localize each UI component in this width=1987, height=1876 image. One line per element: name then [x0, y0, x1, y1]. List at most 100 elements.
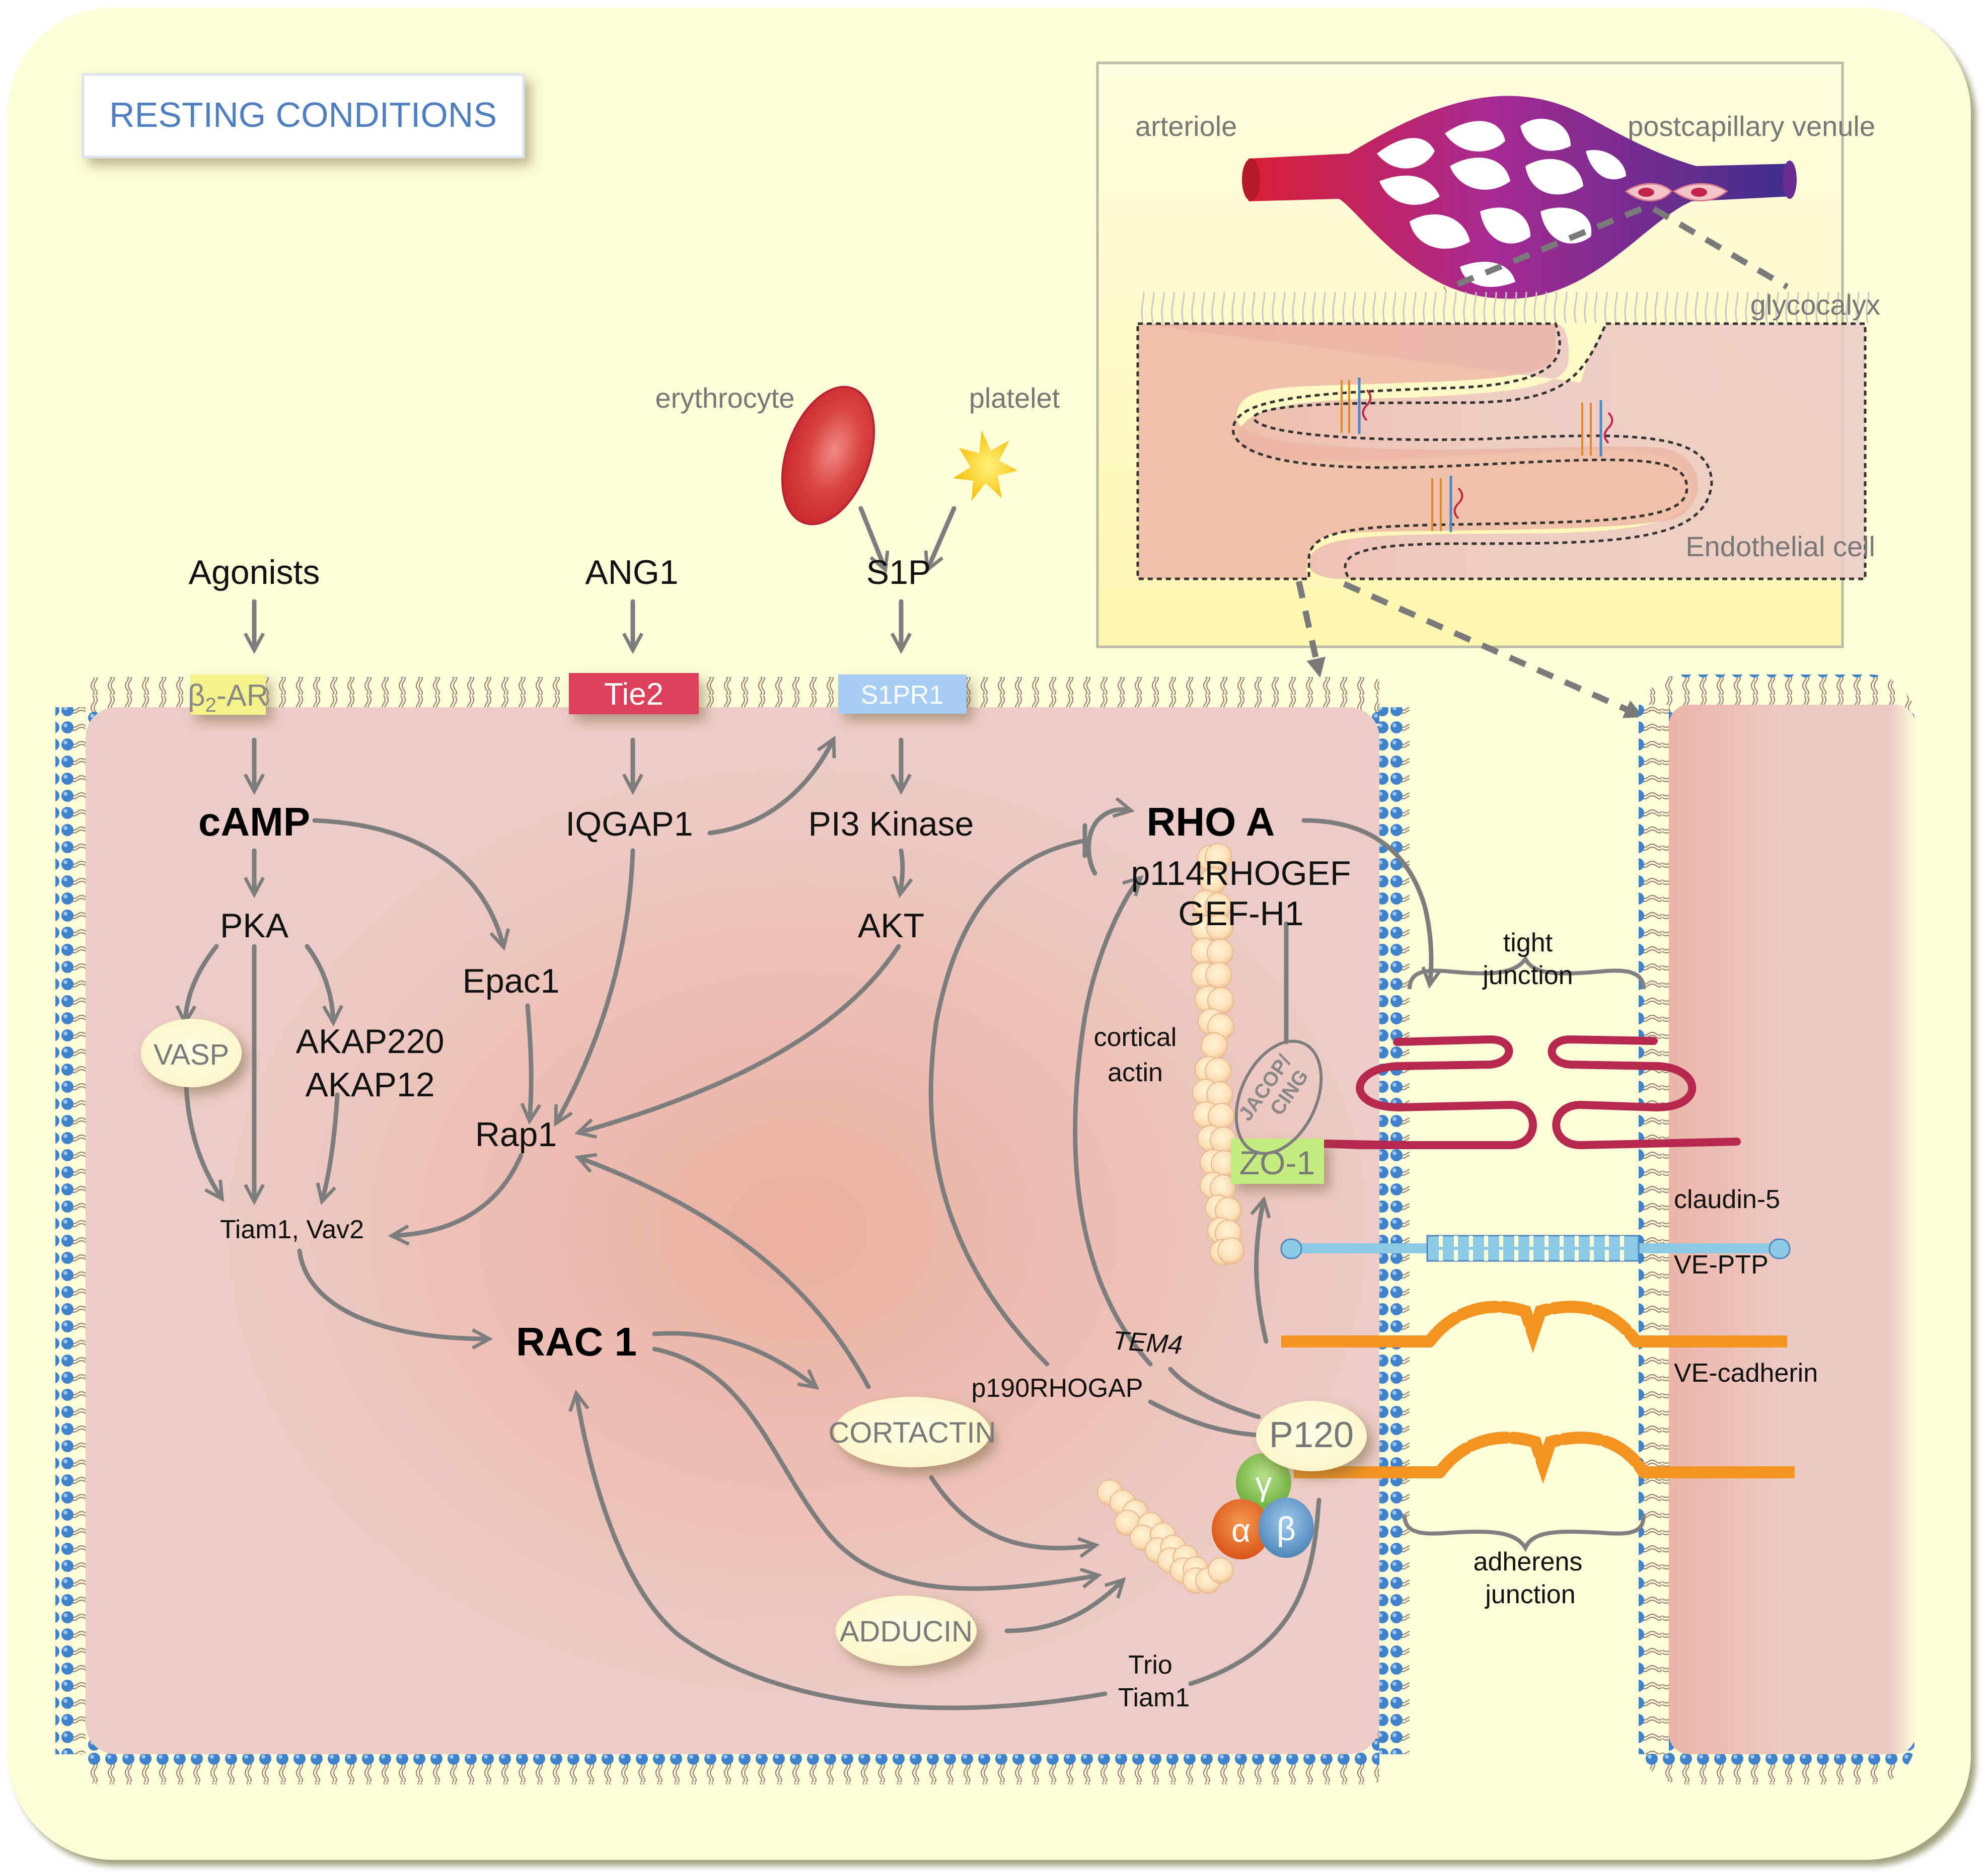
pi3k-node: PI3 Kinase — [808, 805, 974, 843]
p120-oval — [1256, 1401, 1367, 1471]
tiam1-node: Tiam1 — [1118, 1683, 1190, 1712]
endothelial-cell-label: Endothelial cell — [1685, 531, 1875, 562]
gamma-catenin-label: γ — [1256, 1465, 1272, 1502]
tiam1-vav2-node: Tiam1, Vav2 — [220, 1215, 364, 1244]
ve-ptp-label: VE-PTP — [1674, 1250, 1769, 1280]
tie2-label: Tie2 — [604, 677, 664, 712]
alpha-catenin-label: α — [1231, 1512, 1250, 1549]
adducin-label: ADDUCIN — [840, 1615, 973, 1648]
arrow-gef-cycle-to-rhoa — [1086, 809, 1131, 876]
jacop-cing-outline — [1234, 1039, 1323, 1155]
arrow-cortactin-to-rap1 — [579, 1158, 871, 1389]
epac1-node: Epac1 — [463, 962, 560, 1000]
platelet-label: platelet — [969, 382, 1060, 414]
signaling-arrows — [184, 740, 1431, 1710]
tight-junction-label-2: junction — [1482, 961, 1573, 990]
pka-node: PKA — [220, 907, 289, 945]
claudin-5-link — [1322, 1140, 1409, 1149]
gamma-catenin — [1236, 1453, 1291, 1512]
arrow-rap1-to-tiam1 — [393, 1153, 524, 1236]
catenin-complex: γ α β P120 — [1212, 1401, 1367, 1559]
arrow-platelet-to-s1p — [928, 506, 956, 569]
tem4-node: TEM4 — [1112, 1326, 1184, 1360]
s1pr1-receptor — [838, 674, 967, 714]
ve-cadherin-adherens-ectodomain — [1434, 1432, 1650, 1484]
alpha-catenin — [1212, 1499, 1270, 1559]
ang1-label: ANG1 — [585, 553, 678, 591]
link-p120-to-trio — [1188, 1497, 1321, 1686]
zoom-guide-line — [1652, 206, 1789, 290]
extracellular-inputs: erythrocyte platelet Agonists ANG1 S1P — [189, 382, 1060, 649]
adherens-junction-label-1: adherens — [1474, 1547, 1583, 1577]
cell-boundary — [1252, 322, 1867, 580]
arrow-cortactin-to-actin — [929, 1475, 1095, 1548]
zoom-guide-line — [1443, 206, 1643, 292]
arrow-pka-to-vasp — [185, 944, 219, 1022]
ve-cadherin-label: VE-cadherin — [1674, 1359, 1818, 1388]
glycocalyx-fringe — [1138, 292, 1873, 323]
junction-labels: tight junction claudin-5 VE-PTP VE-cadhe… — [1474, 928, 1818, 1609]
cytoplasm — [86, 707, 1379, 1754]
arrow-tiam1-to-rac1 — [297, 1248, 488, 1339]
title-box-frame — [82, 73, 525, 159]
left-endothelial-cell — [55, 677, 1410, 1784]
b2ar-label: β2-AR — [188, 679, 268, 716]
arrow-iqgap1-to-s1pr1 — [707, 740, 833, 836]
arrow-vasp-to-tiam1 — [184, 1085, 222, 1198]
arrow-epac1-to-rap1 — [528, 1003, 531, 1120]
panel-title: RESTING CONDITIONS — [109, 95, 497, 134]
oval-nodes: VASP CORTACTIN ADDUCIN — [141, 1019, 996, 1666]
claudin5-label: claudin-5 — [1674, 1185, 1780, 1214]
gefh1-node: GEF-H1 — [1178, 894, 1303, 933]
right-endothelial-cell — [1639, 674, 1916, 1784]
arrow-tem4-to-rhoa — [1073, 878, 1153, 1367]
arrow-rhoa-to-tight-junction — [1301, 818, 1431, 984]
arrow-akap-to-tiam1 — [322, 1092, 340, 1200]
s1pr1-label: S1PR1 — [861, 681, 944, 710]
adherens-actin-filament — [1097, 1479, 1234, 1594]
rap1-node: Rap1 — [475, 1115, 557, 1154]
iqgap1-node: IQGAP1 — [565, 805, 693, 843]
akt-node: AKT — [858, 907, 924, 945]
adherens-junction-brace — [1403, 1515, 1646, 1552]
arteriole-label: arteriole — [1135, 110, 1237, 142]
platelet-icon — [953, 430, 1018, 501]
akap12-node: AKAP12 — [305, 1066, 434, 1104]
claudin-5-left — [1315, 1035, 1537, 1149]
postcapillary-venule-label: postcapillary venule — [1628, 110, 1875, 142]
junction-glyph — [1341, 378, 1613, 532]
trio-node: Trio — [1128, 1650, 1172, 1680]
s1p-label: S1P — [866, 553, 931, 591]
tight-junction-label-1: tight — [1503, 928, 1553, 957]
capillary-bed-icon — [1242, 96, 1797, 299]
signaling-nodes: cAMP PKA AKAP220 AKAP12 Epac1 Rap1 Tiam1… — [198, 799, 1351, 1712]
akap220-node: AKAP220 — [296, 1022, 445, 1061]
arrow-trio-tiam1-to-rac1 — [576, 1394, 1108, 1710]
cell-boundary — [1136, 322, 1688, 580]
zoom-guide-arrow — [1296, 580, 1326, 678]
camp-node: cAMP — [198, 799, 310, 844]
p114rhogef-node: p114RHOGEF — [1131, 854, 1351, 892]
link-p190rhogap-to-p120 — [1148, 1399, 1271, 1438]
erythrocyte-label: erythrocyte — [655, 382, 795, 414]
p190rhogap-node: p190RHOGAP — [971, 1374, 1143, 1403]
cytoplasm — [1669, 705, 1916, 1754]
arrow-camp-to-epac1 — [312, 818, 503, 946]
inhibit-p190rhogap-to-rhoa — [928, 838, 1087, 1367]
arrow-rac1-to-cortactin — [652, 1331, 816, 1387]
adherens-junction-label-2: junction — [1484, 1580, 1575, 1609]
adducin-oval — [836, 1596, 977, 1666]
arrow-iqgap1-to-rap1 — [556, 848, 635, 1122]
link-tem4-to-p120 — [1168, 1367, 1261, 1419]
zoom-guide-arrow — [1343, 581, 1644, 718]
receptors: β2-AR Tie2 S1PR1 — [188, 673, 967, 716]
b2ar-receptor — [190, 674, 266, 715]
erythrocyte-icon — [781, 386, 875, 526]
tight-junction-brace — [1408, 955, 1646, 990]
cortical-actin-label-2: actin — [1108, 1058, 1163, 1087]
ve-ptp-ectodomain — [1426, 1235, 1640, 1262]
cortical-actin-filament — [1191, 843, 1244, 1266]
arrow-adducin-to-actin — [1004, 1581, 1123, 1633]
arrow-akt-to-rap1 — [579, 944, 901, 1133]
